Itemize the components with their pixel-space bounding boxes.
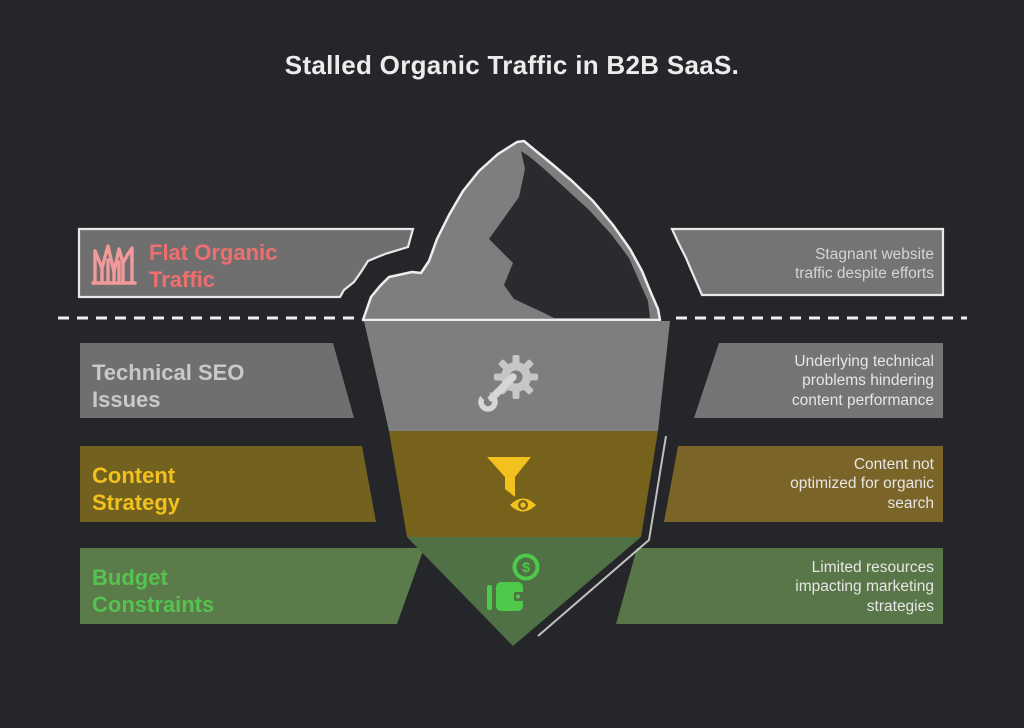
row1-right-band <box>670 227 945 297</box>
row1-left-band <box>77 227 415 299</box>
row1-label: Flat Organic Traffic <box>149 240 277 294</box>
row4-label: Budget Constraints <box>92 565 214 619</box>
row3-label-line1: Content <box>92 463 176 488</box>
row4-label-line1: Budget <box>92 565 168 590</box>
funnel-eye-icon <box>487 457 536 512</box>
iceberg-submerged-green-segment <box>407 537 641 646</box>
row2-right-band <box>694 343 943 418</box>
row2-description: Underlying technical problems hindering … <box>791 353 934 409</box>
row2-label-line1: Technical SEO <box>92 360 245 385</box>
row3-right-band <box>664 446 943 522</box>
row3-label: Content Strategy <box>92 463 180 517</box>
wallet-coin-icon: $ <box>487 552 541 611</box>
row3-left-band <box>80 446 376 522</box>
iceberg-crevasse-highlight <box>537 435 667 637</box>
row2-label: Technical SEO Issues <box>92 360 244 414</box>
row2-label-line2: Issues <box>92 386 161 412</box>
row1-label-line2: Traffic <box>149 266 216 292</box>
svg-text:$: $ <box>522 559 530 575</box>
row1-description: Stagnant website traffic despite efforts <box>794 246 934 283</box>
row4-label-line2: Constraints <box>92 591 215 617</box>
iceberg-submerged-olive-segment <box>389 431 658 537</box>
page-title: Stalled Organic Traffic in B2B SaaS. <box>284 50 740 80</box>
row3-description: Content not optimized for organic search <box>790 456 934 512</box>
row1-label-line1: Flat Organic <box>149 240 278 265</box>
gear-wrench-icon <box>478 355 538 412</box>
bar-chart-icon <box>91 244 137 285</box>
row4-description: Limited resources impacting marketing st… <box>795 559 934 615</box>
row4-left-band <box>80 548 424 624</box>
iceberg-peak-shadow-facet <box>489 151 650 318</box>
row3-label-line2: Strategy <box>92 489 181 515</box>
row2-left-band <box>80 343 354 418</box>
row4-right-band <box>616 548 943 624</box>
